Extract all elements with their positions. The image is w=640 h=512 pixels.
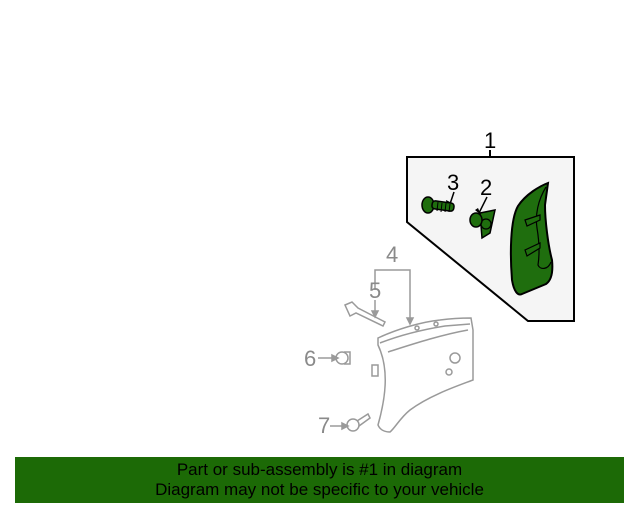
part-2-clip[interactable]: 2: [469, 175, 496, 240]
part-5-rivet[interactable]: 5: [344, 278, 387, 327]
callout-3: 3: [447, 170, 459, 195]
callout-1: 1: [484, 128, 496, 153]
callout-4: 4: [386, 242, 398, 267]
callout-7: 7: [318, 413, 330, 438]
part-1-trim-panel[interactable]: [509, 181, 554, 296]
banner-line-2: Diagram may not be specific to your vehi…: [155, 480, 484, 499]
info-banner: Part or sub-assembly is #1 in diagram Di…: [15, 457, 624, 503]
part-7-screw[interactable]: 7: [318, 412, 371, 438]
callout-2: 2: [480, 175, 492, 200]
callout-5: 5: [369, 278, 381, 303]
callout-6: 6: [304, 346, 316, 371]
part-4-quarter-trim[interactable]: 4: [371, 242, 474, 433]
part-3-bolt[interactable]: 3: [421, 170, 459, 214]
part-6-clip[interactable]: 6: [304, 346, 351, 371]
banner-line-1: Part or sub-assembly is #1 in diagram: [176, 460, 463, 479]
